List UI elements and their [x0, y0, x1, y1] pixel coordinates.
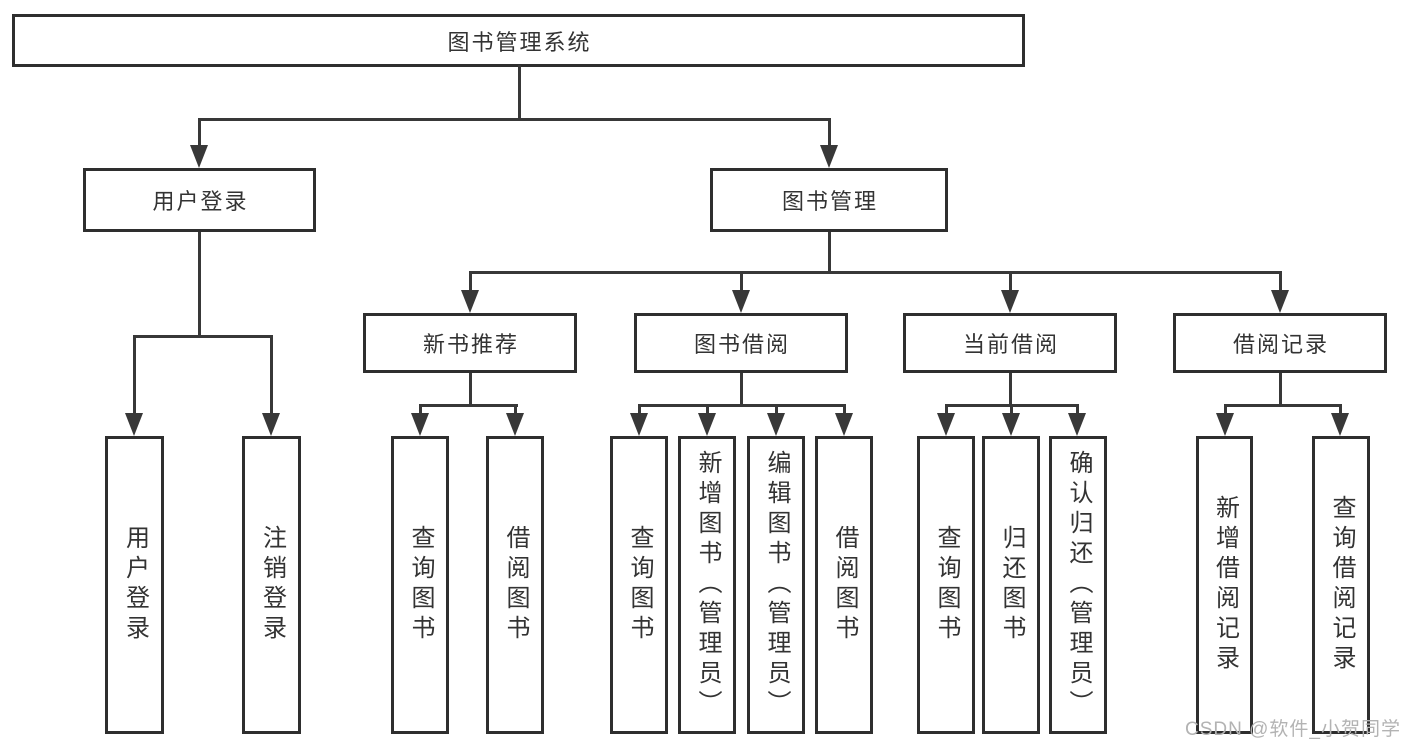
connector-line [638, 404, 641, 416]
connector-line [706, 404, 709, 416]
connector-line [133, 335, 273, 338]
arrow-down-icon [506, 413, 524, 436]
connector-line [1009, 373, 1012, 407]
connector-line [1076, 404, 1079, 416]
watermark: CSDN @软件_小贺同学 [1185, 719, 1401, 740]
node-new-book-recommend: 新书推荐 [363, 313, 577, 373]
leaf-add-borrow-record: 新增借阅记录 [1196, 436, 1253, 734]
leaf-borrow-books-recommend: 借阅图书 [486, 436, 544, 734]
arrow-down-icon [1001, 290, 1019, 313]
leaf-borrow-books: 借阅图书 [815, 436, 873, 734]
connector-line [1224, 404, 1342, 407]
leaf-user-login: 用户登录 [105, 436, 164, 734]
connector-line [1279, 271, 1282, 293]
connector-line [270, 335, 273, 416]
node-user-login: 用户登录 [83, 168, 316, 232]
arrow-down-icon [767, 413, 785, 436]
connector-line [945, 404, 948, 416]
leaf-return-books: 归还图书 [982, 436, 1040, 734]
leaf-query-borrow-record: 查询借阅记录 [1312, 436, 1370, 734]
node-book-management: 图书管理 [710, 168, 948, 232]
arrow-down-icon [1216, 413, 1234, 436]
connector-line [775, 404, 778, 416]
connector-line [828, 232, 831, 274]
connector-line [469, 373, 472, 407]
leaf-edit-books-admin: 编辑图书（管理员） [747, 436, 805, 734]
arrow-down-icon [1068, 413, 1086, 436]
connector-line [843, 404, 846, 416]
connector-line [1279, 373, 1282, 407]
arrow-down-icon [461, 290, 479, 313]
leaf-confirm-return-admin: 确认归还（管理员） [1049, 436, 1107, 734]
connector-line [518, 65, 521, 120]
arrow-down-icon [1002, 413, 1020, 436]
connector-line [1339, 404, 1342, 416]
connector-line [1224, 404, 1227, 416]
arrow-down-icon [820, 145, 838, 168]
connector-line [198, 232, 201, 338]
arrow-down-icon [190, 145, 208, 168]
node-current-borrowing: 当前借阅 [903, 313, 1117, 373]
connector-line [514, 404, 517, 416]
connector-line [638, 404, 846, 407]
connector-line [828, 118, 831, 148]
arrow-down-icon [411, 413, 429, 436]
leaf-query-books-current: 查询图书 [917, 436, 975, 734]
connector-line [198, 118, 831, 121]
arrow-down-icon [937, 413, 955, 436]
leaf-query-books-recommend: 查询图书 [391, 436, 449, 734]
leaf-query-books-borrowing: 查询图书 [610, 436, 668, 734]
arrow-down-icon [1331, 413, 1349, 436]
arrow-down-icon [732, 290, 750, 313]
arrow-down-icon [1271, 290, 1289, 313]
connector-line [198, 118, 201, 148]
node-borrow-records: 借阅记录 [1173, 313, 1387, 373]
arrow-down-icon [698, 413, 716, 436]
connector-line [1009, 271, 1012, 293]
arrow-down-icon [125, 413, 143, 436]
leaf-logout: 注销登录 [242, 436, 301, 734]
arrow-down-icon [835, 413, 853, 436]
node-book-borrowing: 图书借阅 [634, 313, 848, 373]
connector-line [740, 271, 743, 293]
arrow-down-icon [630, 413, 648, 436]
connector-line [740, 373, 743, 407]
leaf-add-books-admin: 新增图书（管理员） [678, 436, 736, 734]
node-library-management-system: 图书管理系统 [12, 14, 1025, 67]
connector-line [419, 404, 422, 416]
connector-line [1010, 404, 1013, 416]
connector-line [133, 335, 136, 416]
arrow-down-icon [262, 413, 280, 436]
connector-line [469, 271, 472, 293]
connector-line [469, 271, 1282, 274]
connector-line [419, 404, 518, 407]
